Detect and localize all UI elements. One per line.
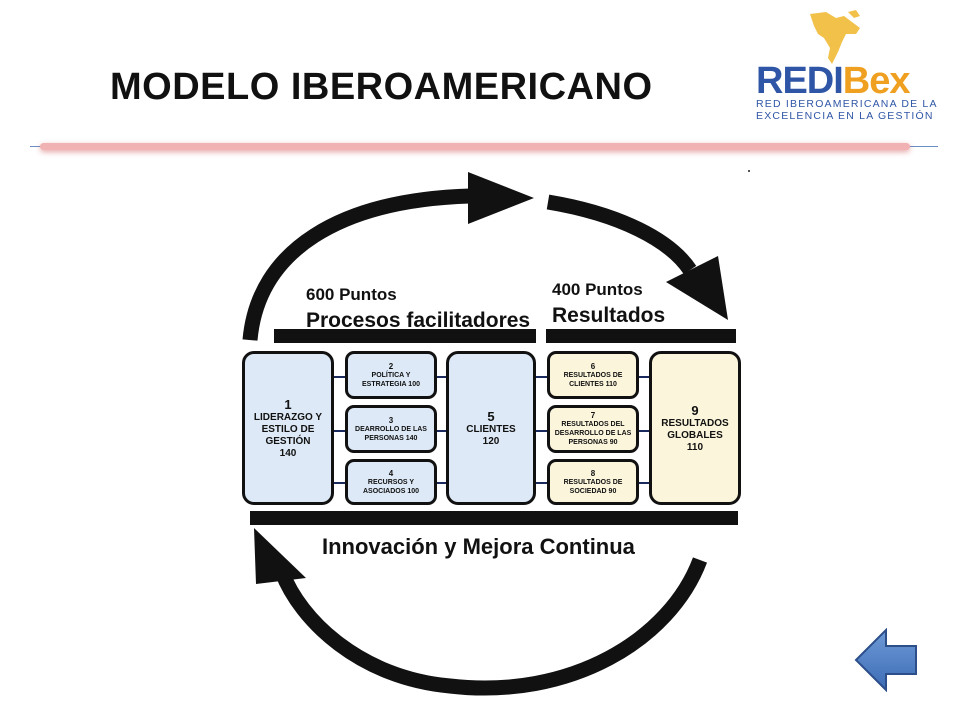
connector xyxy=(332,376,348,378)
criterion-label: PERSONAS 140 xyxy=(364,434,418,442)
connector xyxy=(434,430,450,432)
bottom-bar xyxy=(250,511,738,525)
top-right-arc xyxy=(546,194,697,275)
enablers-top-bar xyxy=(274,329,536,343)
top-right-arrowhead xyxy=(666,256,728,320)
criterion-1-leadership: 1 LIDERAZGO Y ESTILO DE GESTIÓN 140 xyxy=(242,351,334,505)
results-heading: 400 Puntos Resultados xyxy=(552,277,665,329)
enablers-heading: 600 Puntos Procesos facilitadores xyxy=(306,282,530,334)
criterion-number: 7 xyxy=(590,411,596,420)
logo-word-accent: Bex xyxy=(842,60,911,102)
criterion-label: PERSONAS 90 xyxy=(568,439,618,446)
results-top-bar xyxy=(546,329,736,343)
criterion-label: DEARROLLO DE LAS xyxy=(355,425,427,433)
criterion-number: 4 xyxy=(388,468,394,478)
criterion-label: ESTILO DE xyxy=(261,423,315,435)
logo-subtitle-line1: RED IBEROAMERICANA DE LA xyxy=(756,98,938,110)
criterion-3-people: 3 DEARROLLO DE LAS PERSONAS 140 xyxy=(345,405,437,453)
header-highlight-bar xyxy=(40,143,910,150)
criterion-6-client-results: 6 RESULTADOS DE CLIENTES 110 xyxy=(547,351,639,399)
innovation-label: Innovación y Mejora Continua xyxy=(322,534,635,559)
logo-wordmark: REDIBex xyxy=(756,60,911,103)
criterion-label: RESULTADOS DEL xyxy=(561,421,625,428)
criterion-label: ASOCIADOS 100 xyxy=(362,487,420,495)
connector xyxy=(434,376,450,378)
slide-title: MODELO IBEROAMERICANO xyxy=(110,66,653,108)
criterion-label: GLOBALES xyxy=(667,429,723,441)
bottom-arrowhead xyxy=(254,528,306,584)
bottom-arc xyxy=(274,557,708,696)
criterion-number: 5 xyxy=(487,408,495,424)
criterion-label: CLIENTES 110 xyxy=(569,380,617,388)
enablers-points: 600 Puntos xyxy=(306,285,397,304)
connector xyxy=(636,482,652,484)
connector xyxy=(636,376,652,378)
connector xyxy=(534,430,550,432)
criterion-points: 140 xyxy=(279,447,297,459)
top-left-arc xyxy=(242,188,471,341)
back-nav-button[interactable] xyxy=(852,627,920,693)
results-title: Resultados xyxy=(552,304,666,327)
criterion-points: 110 xyxy=(686,441,704,453)
results-points: 400 Puntos xyxy=(552,280,643,299)
left-arrow-icon xyxy=(854,627,917,693)
criterion-label: CLIENTES xyxy=(466,423,516,435)
logo-word-main: REDI xyxy=(756,60,844,102)
criterion-label: LIDERAZGO Y xyxy=(253,411,323,423)
criterion-9-global-results: 9 RESULTADOS GLOBALES 110 xyxy=(649,351,741,505)
criterion-number: 6 xyxy=(590,361,596,371)
stray-dot xyxy=(748,170,750,172)
criterion-label: ESTRATEGIA 100 xyxy=(362,380,420,388)
criterion-5-clients: 5 CLIENTES 120 xyxy=(446,351,536,505)
latin-america-map-icon xyxy=(810,10,860,64)
criterion-8-society-results: 8 RESULTADOS DE SOCIEDAD 90 xyxy=(547,459,639,505)
connector xyxy=(332,430,348,432)
connector xyxy=(332,482,348,484)
criterion-7-people-results: 7 RESULTADOS DEL DESARROLLO DE LAS PERSO… xyxy=(547,405,639,453)
criterion-points: 120 xyxy=(482,435,500,447)
connector xyxy=(534,376,550,378)
criterion-label: RESULTADOS DE xyxy=(563,371,623,379)
criterion-number: 9 xyxy=(691,402,699,418)
connector xyxy=(534,482,550,484)
criterion-label: RECURSOS Y xyxy=(367,478,415,486)
enablers-title: Procesos facilitadores xyxy=(306,309,531,332)
criterion-4-resources: 4 RECURSOS Y ASOCIADOS 100 xyxy=(345,459,437,505)
criterion-label: RESULTADOS DE xyxy=(563,478,623,486)
connector xyxy=(636,430,652,432)
criterion-number: 3 xyxy=(388,415,394,425)
criterion-label: SOCIEDAD 90 xyxy=(569,487,617,495)
criterion-label: DESARROLLO DE LAS xyxy=(554,430,632,437)
criterion-label: GESTIÓN xyxy=(265,435,311,447)
connector xyxy=(434,482,450,484)
criterion-label: POLÍTICA Y xyxy=(371,371,411,379)
top-left-arrowhead xyxy=(468,172,534,224)
criterion-number: 8 xyxy=(590,468,596,478)
logo-subtitle: RED IBEROAMERICANA DE LA EXCELENCIA EN L… xyxy=(756,98,938,122)
redibex-logo: REDIBex RED IBEROAMERICANA DE LA EXCELEN… xyxy=(748,8,936,128)
criterion-number: 2 xyxy=(388,361,394,371)
logo-subtitle-line2: EXCELENCIA EN LA GESTIÓN xyxy=(756,110,934,122)
criterion-label: RESULTADOS xyxy=(661,417,729,429)
criterion-number: 1 xyxy=(284,396,292,412)
criterion-2-policy: 2 POLÍTICA Y ESTRATEGIA 100 xyxy=(345,351,437,399)
